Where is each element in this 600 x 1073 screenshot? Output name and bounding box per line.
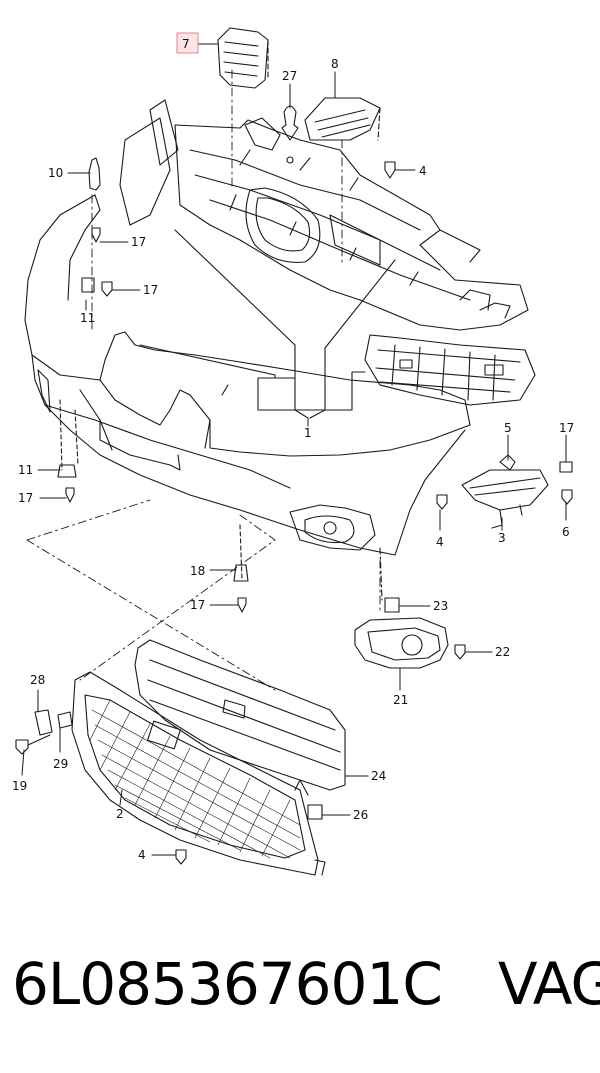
callout-17-e: 17	[190, 598, 205, 612]
callout-17-d: 17	[559, 421, 574, 435]
callout-27: 27	[282, 69, 297, 83]
callout-4-bottom: 4	[138, 848, 146, 862]
callout-2: 2	[116, 807, 124, 821]
callout-4-top: 4	[419, 164, 427, 178]
callout-5: 5	[504, 421, 512, 435]
callout-19: 19	[12, 779, 27, 793]
callout-1: 1	[304, 426, 312, 440]
part-24-absorber	[134, 639, 346, 791]
callout-26: 26	[353, 808, 368, 822]
part-28-29-brackets	[34, 709, 73, 736]
callout-21: 21	[393, 693, 408, 707]
callout-8: 8	[331, 57, 339, 71]
bumper-cover	[24, 194, 471, 601]
part-21-fog-trim	[354, 617, 449, 669]
upper-bumper-carrier	[119, 99, 529, 331]
lower-reinforcement	[364, 334, 536, 406]
part-number: 6L085367601C	[12, 950, 443, 1018]
brand-name: VAG	[497, 950, 600, 1018]
callout-18: 18	[190, 564, 205, 578]
callout-22: 22	[495, 645, 510, 659]
callout-23: 23	[433, 599, 448, 613]
callout-3: 3	[498, 531, 506, 545]
callout-4-mid: 4	[436, 535, 444, 549]
callout-6: 6	[562, 525, 570, 539]
part-10-clip	[88, 157, 101, 191]
part-2-mesh-grille	[71, 671, 326, 876]
callout-17-b: 17	[143, 283, 158, 297]
callout-10: 10	[48, 166, 63, 180]
callout-24: 24	[371, 769, 386, 783]
callout-7: 7	[182, 37, 190, 51]
part-7-grille-insert	[217, 27, 269, 89]
callout-leaders	[21, 43, 567, 856]
callout-17-a: 17	[131, 235, 146, 249]
construction-lines	[26, 69, 381, 691]
callout-7-highlight	[176, 32, 199, 54]
part-8-grille	[304, 97, 381, 141]
callout-11-b: 11	[18, 463, 33, 477]
callout-29: 29	[53, 757, 68, 771]
callout-labels: 7 27 8 4 10 17 17 11 1 11 17 5 17 4 3 6 …	[12, 37, 574, 862]
fasteners	[15, 161, 573, 865]
part-27-clip	[281, 105, 299, 164]
callout-11-a: 11	[80, 311, 95, 325]
part-3-bracket	[461, 454, 549, 529]
leader-lines-part-1	[139, 229, 396, 419]
parts-exploded-diagram: 7 27 8 4 10 17 17 11 1 11 17 5 17 4 3 6 …	[12, 27, 574, 876]
callout-28: 28	[30, 673, 45, 687]
callout-17-c: 17	[18, 491, 33, 505]
